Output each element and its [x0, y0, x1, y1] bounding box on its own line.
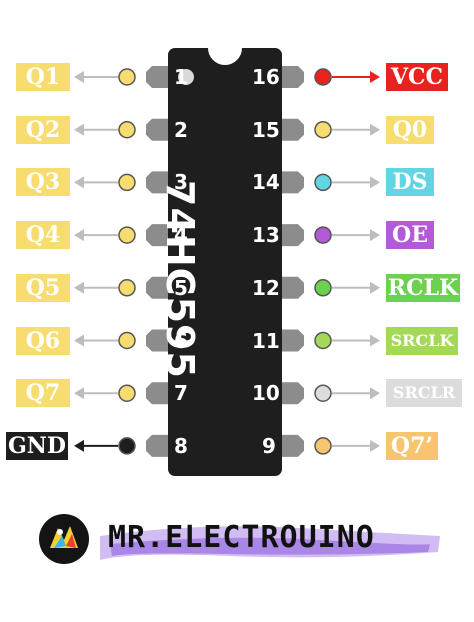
pin-12-arrow-icon	[370, 281, 380, 294]
pin-11-number: 11	[252, 328, 280, 353]
pin-3-leg	[146, 171, 168, 194]
pin-14-label: DS	[386, 168, 434, 197]
pin-5-dot	[118, 279, 136, 297]
pin-5-leg	[146, 276, 168, 299]
pin-9-label: Q7’	[386, 431, 438, 460]
chip-notch	[208, 48, 242, 65]
pin-14-dot	[314, 173, 332, 192]
pin-16-dot	[314, 68, 332, 86]
pin-11-leg	[282, 329, 304, 352]
pin-7-label: Q7	[16, 379, 70, 408]
pin-8-label: GND	[6, 431, 68, 460]
pin-11-arrow-icon	[370, 334, 380, 347]
pin-2-dot	[118, 120, 136, 139]
pin-13-dot	[314, 226, 332, 244]
pin-3-dot	[118, 173, 136, 192]
pin-8-number: 8	[174, 433, 188, 458]
pin-4-dot	[118, 226, 136, 244]
pin-2-arrow-icon	[74, 123, 84, 136]
pin-10-number: 10	[252, 381, 280, 406]
pin-1-leg	[146, 66, 168, 88]
pin-6-arrow-icon	[74, 334, 84, 347]
pin-6-number: 6	[174, 328, 188, 353]
pin-5-number: 5	[174, 275, 188, 300]
pin-1-arrow-icon	[74, 71, 84, 83]
pin-15-dot	[314, 120, 332, 139]
pin-16-label: VCC	[386, 63, 448, 91]
pin-7-number: 7	[174, 381, 188, 406]
pin-4-label: Q4	[16, 221, 70, 250]
pin-3-label: Q3	[16, 168, 70, 197]
pin-12-number: 12	[252, 275, 280, 300]
pin-14-number: 14	[252, 170, 280, 195]
pin-14-arrow-icon	[370, 176, 380, 189]
pin-3-arrow-icon	[74, 176, 84, 189]
pin-15-number: 15	[252, 117, 280, 142]
pin-10-label: SRCLR	[386, 379, 462, 408]
pin-1-dot	[118, 68, 136, 86]
pin-7-arrow-icon	[74, 387, 84, 400]
pin-3-number: 3	[174, 170, 188, 195]
pin-14-leg	[282, 171, 304, 194]
pin-11-label: SRCLK	[386, 326, 458, 355]
pin-8-arrow-icon	[74, 439, 84, 452]
brand-name: MR.ELECTROUINO	[108, 520, 375, 555]
pin-9-dot	[314, 437, 332, 455]
pin-2-label: Q2	[16, 115, 70, 144]
pin-10-leg	[282, 382, 304, 405]
pin-6-label: Q6	[16, 326, 70, 355]
bird-logo-icon	[39, 514, 89, 564]
pin-15-arrow-icon	[370, 123, 380, 136]
pin-16-leg	[282, 66, 304, 88]
pin-15-leg	[282, 118, 304, 141]
pin1-marker-dot	[178, 69, 194, 85]
pin-8-leg	[146, 434, 168, 457]
pin-8-dot	[118, 437, 136, 455]
pin-7-leg	[146, 382, 168, 405]
pin-12-leg	[282, 276, 304, 299]
pin-12-dot	[314, 279, 332, 297]
pin-6-dot	[118, 331, 136, 350]
pin-16-arrow-icon	[370, 71, 380, 83]
pin-13-label: OE	[386, 221, 434, 250]
pin-5-label: Q5	[16, 273, 70, 302]
pin-2-leg	[146, 118, 168, 141]
pin-5-arrow-icon	[74, 281, 84, 294]
pin-11-dot	[314, 331, 332, 350]
pin-1-label: Q1	[16, 63, 70, 91]
pin-9-arrow-icon	[370, 439, 380, 452]
pin-4-arrow-icon	[74, 229, 84, 242]
pin-16-number: 16	[252, 65, 280, 89]
pin-9-leg	[282, 434, 304, 457]
chip-body	[168, 48, 282, 476]
pin-2-number: 2	[174, 117, 188, 142]
pin-10-dot	[314, 384, 332, 402]
pin-1-number: 1	[174, 65, 188, 89]
pin-4-number: 4	[174, 223, 188, 248]
pin-7-dot	[118, 384, 136, 402]
pin-9-number: 9	[262, 433, 276, 458]
pin-13-arrow-icon	[370, 229, 380, 242]
pin-15-label: Q0	[386, 115, 434, 144]
pin-12-label: RCLK	[386, 273, 460, 302]
pin-10-arrow-icon	[370, 387, 380, 400]
pin-13-number: 13	[252, 223, 280, 248]
pin-4-leg	[146, 224, 168, 247]
brand-brush-stroke-dark	[110, 537, 430, 556]
pin-6-leg	[146, 329, 168, 352]
pin-13-leg	[282, 224, 304, 247]
